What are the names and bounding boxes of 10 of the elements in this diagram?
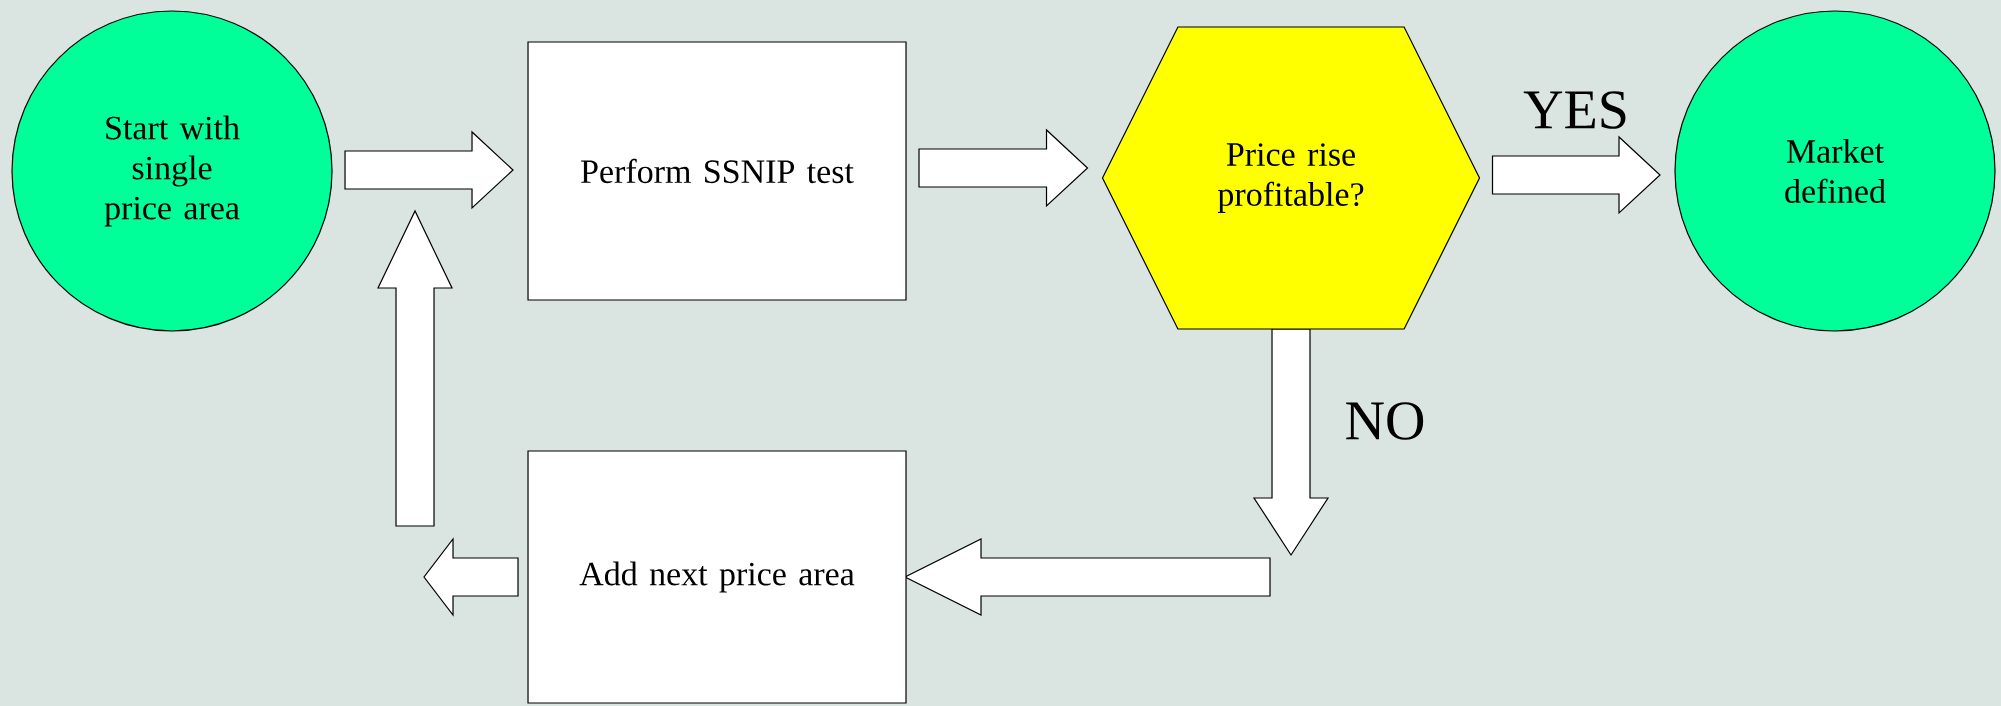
block-arrow [423, 537, 519, 617]
process-box: Perform SSNIP test [527, 41, 907, 301]
decision-hexagon: Price rise profitable? [1101, 26, 1481, 330]
process-box: Add next price area [527, 450, 907, 704]
edge-label: NO [1342, 400, 1428, 442]
block-arrow [1491, 135, 1661, 215]
block-arrow [344, 130, 514, 210]
block-arrow [1252, 328, 1330, 557]
block-arrow [918, 128, 1089, 208]
edge-label: YES [1521, 89, 1631, 131]
